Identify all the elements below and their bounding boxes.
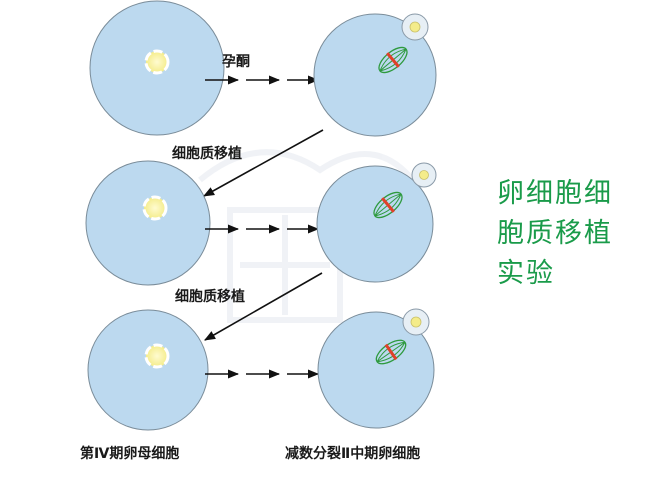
label-right-column: 减数分裂Ⅱ中期卵细胞 [285,445,420,462]
label-left-column: 第Ⅳ期卵母细胞 [80,445,179,462]
nucleus [144,49,170,75]
transfer-arrow-1 [203,129,324,197]
nucleus [144,343,170,369]
label-hormone: 孕酮 [222,54,250,70]
label-transfer-2: 细胞质移植 [175,288,245,305]
transfer-arrow-2 [204,272,323,341]
oocyte-stage-iv-row2 [85,160,211,286]
oocyte-stage-iv-row1 [89,0,225,136]
spindle [378,46,408,74]
spindle [375,339,407,365]
spindle [373,191,403,219]
oocyte-stage-iv-row3 [87,309,209,431]
mii-egg-row2 [316,162,437,283]
title-line-1: 卵细胞细 [497,178,613,209]
label-transfer-1: 细胞质移植 [172,145,242,162]
mii-egg-row3 [317,308,435,429]
slide-title: 卵细胞细 胞质移植 实验 [497,174,647,294]
title-line-2: 胞质移植 [497,218,613,249]
title-line-3: 实验 [497,258,555,289]
watermark-emblem [198,149,423,323]
nucleus [142,195,168,221]
mii-egg-row1 [313,13,437,137]
